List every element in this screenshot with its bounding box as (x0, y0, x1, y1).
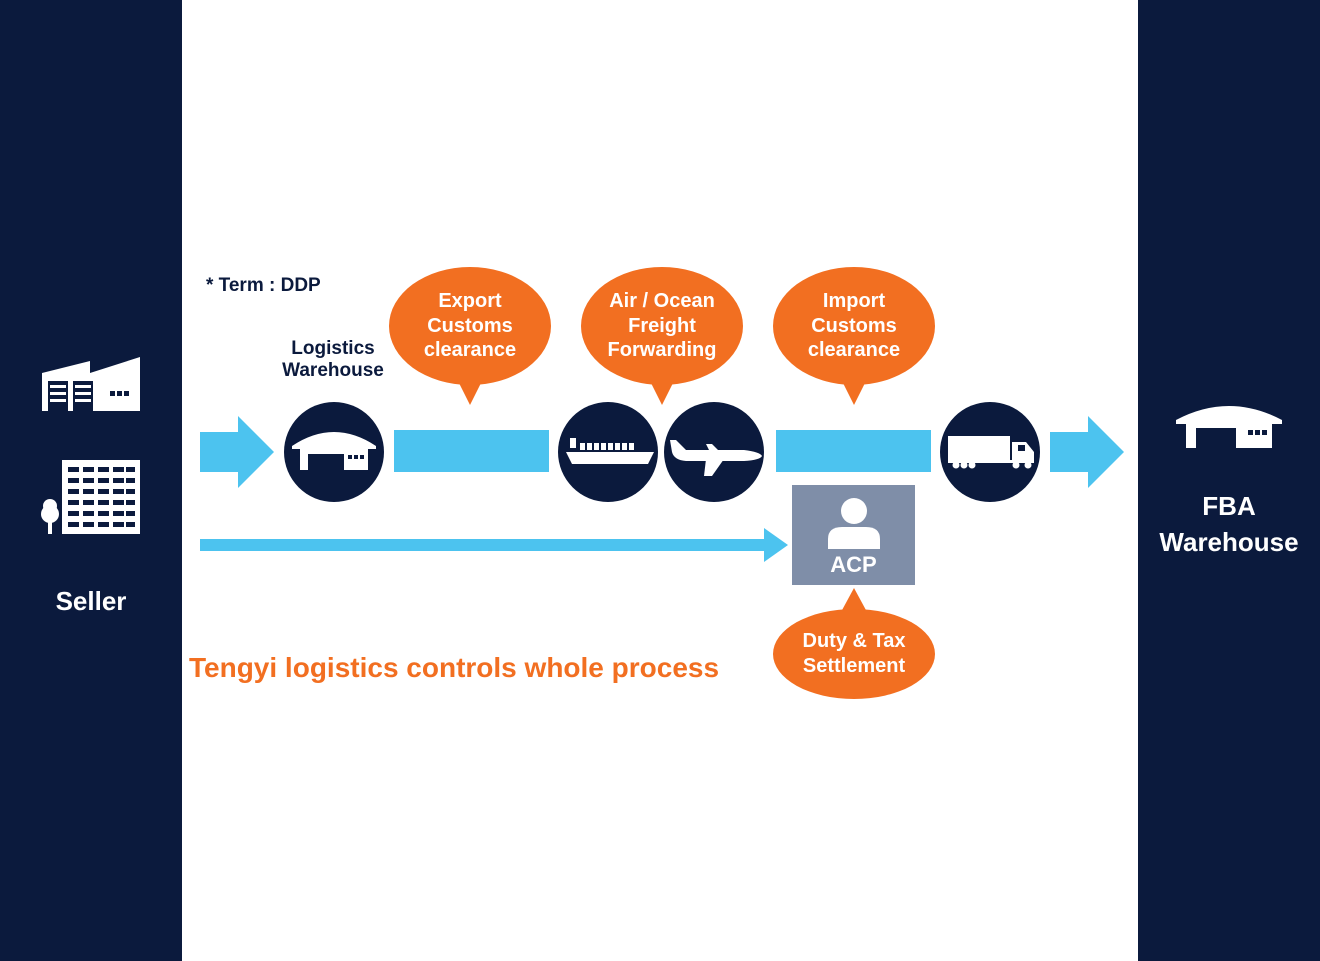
fba-warehouse-panel (1138, 0, 1320, 961)
fba-label-line1: FBA (1202, 491, 1256, 521)
office-building-icon (41, 460, 140, 534)
logistics-warehouse-label-line2: Warehouse (282, 360, 384, 381)
acp-arrow (200, 528, 788, 562)
truck-icon (940, 402, 1040, 502)
warehouse-icon (1176, 406, 1282, 448)
warehouse-icon (292, 432, 376, 470)
airplane-icon (664, 402, 764, 502)
process-caption: Tengyi logistics controls whole process (189, 652, 720, 683)
term-note: * Term : DDP (206, 275, 321, 296)
export-customs-text: Export Customs clearance (423, 290, 517, 361)
flow-arrow-end (1050, 416, 1124, 488)
export-customs-bubble (389, 267, 551, 405)
fba-label-line2: Warehouse (1159, 527, 1299, 557)
import-customs-text: Import Customs clearance (807, 290, 901, 361)
factory-icon (42, 357, 140, 411)
flow-bar-export (394, 430, 549, 472)
logistics-warehouse-label-line1: Logistics (291, 338, 375, 359)
ship-icon (558, 402, 658, 502)
person-icon (828, 498, 880, 549)
flow-bar-import (776, 430, 931, 472)
duty-tax-text: Duty & Tax Settlement (802, 630, 906, 677)
seller-label: Seller (55, 586, 127, 616)
freight-forwarding-text: Air / Ocean Freight Forwarding (607, 290, 717, 361)
freight-forwarding-bubble (581, 267, 743, 405)
duty-tax-bubble (773, 588, 935, 699)
flow-arrow-start (200, 416, 274, 488)
acp-label: ACP (830, 552, 877, 577)
logistics-warehouse-node (284, 402, 384, 502)
import-customs-bubble (773, 267, 935, 405)
